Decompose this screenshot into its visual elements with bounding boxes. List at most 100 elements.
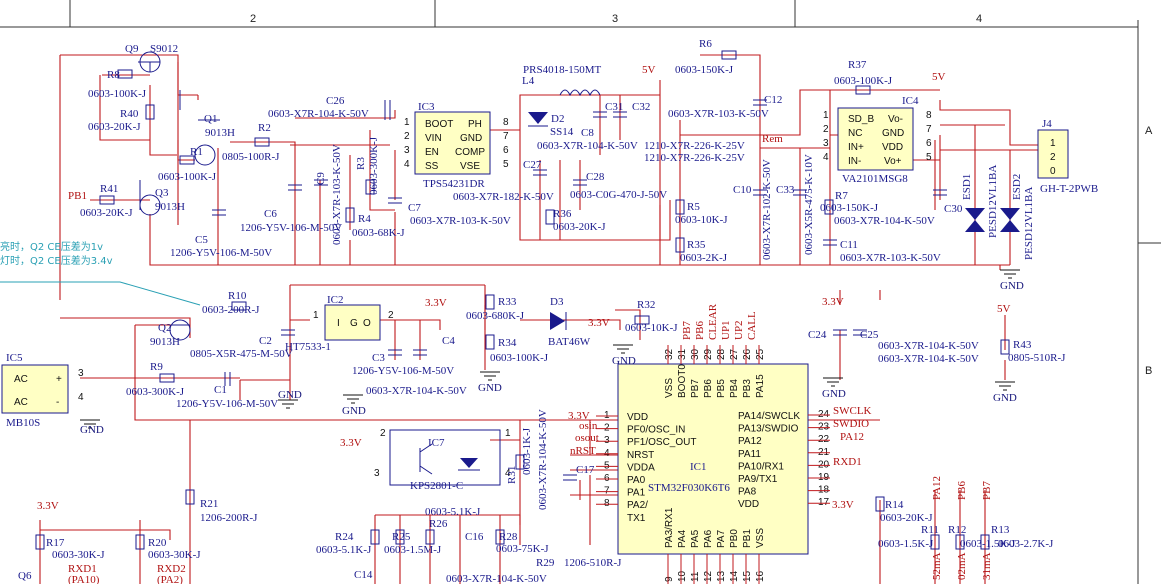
ic5-pin-4: 4 <box>78 392 84 403</box>
ic1-bottom-pin-number: 14 <box>729 570 740 582</box>
r3-ref: R3 <box>355 157 367 170</box>
c28-ref: C28 <box>586 171 605 183</box>
annotation-notes: 亮时，Q2 CE压差为1v 灯时，Q2 CE压差为3.4v <box>0 240 201 306</box>
esd1-ref: ESD1 <box>961 174 973 200</box>
c10-value: 0603-X7R-102-K-50V <box>761 159 773 260</box>
r16-value: 1206-510R-J <box>564 557 622 569</box>
r8-ref: R8 <box>107 69 120 81</box>
c26-value: 0603-X7R-104-K-50V <box>268 108 369 120</box>
c7-value: 0603-X7R-103-K-50V <box>410 215 511 227</box>
ic4-pin-1: 1 <box>823 110 829 121</box>
ic1-bottom-pin-label: VSS <box>755 528 766 548</box>
c2-value: 0805-X5R-475-M-50V <box>190 348 293 360</box>
ic1-top-pin-number: 31 <box>677 348 688 360</box>
ic5-pin-ac1: AC <box>14 374 28 385</box>
ic1-right-pin-label: VDD <box>738 499 759 510</box>
c3-value: 1206-Y5V-106-M-50V <box>352 365 454 377</box>
r2-ref: R2 <box>258 122 271 134</box>
ic7-value: KPS2801-C <box>410 480 463 492</box>
c27-ref: C27 <box>523 159 542 171</box>
ic1-bottom-pin-number: 12 <box>703 570 714 582</box>
esd2-ref: ESD2 <box>1011 174 1023 200</box>
ic3-pin-1: 1 <box>404 117 410 128</box>
ic1-right-pin-label: PA11 <box>738 449 761 460</box>
vcc-33-ic2: 3.3V <box>425 297 447 309</box>
c3-ref: C3 <box>372 352 385 364</box>
q9-ref: Q9 <box>125 43 139 55</box>
ic1-top-pin-label: PB7 <box>690 379 701 398</box>
net-pa12: PA12 <box>840 431 864 443</box>
j4-pin-2: 2 <box>1050 152 1056 163</box>
ic4-pin-3: 3 <box>823 138 829 149</box>
q3-transistor <box>139 194 161 216</box>
j4-connector: 1 2 0 J4 GH-T-2PWB <box>1037 118 1098 195</box>
note-line-1: 亮时，Q2 CE压差为1v <box>0 240 103 253</box>
ic4-value: VA2101MSG8 <box>842 173 908 185</box>
c12-ref: C12 <box>764 94 782 106</box>
ic5-pin-minus: - <box>56 397 59 408</box>
r31-value: 0603-1K-J <box>521 427 533 475</box>
ic4-pin-6: 6 <box>926 138 932 149</box>
note-line-2: 灯时，Q2 CE压差为3.4v <box>0 254 113 267</box>
c15-value: 0603-X7R-104-K-50V <box>446 573 547 584</box>
ic1-bottom-pin-label: PA6 <box>703 529 714 548</box>
ic3-chip: BOOT PH VIN GND EN COMP SS VSE IC3 TPS54… <box>404 101 509 190</box>
ic1-top-pin-number: 30 <box>690 348 701 360</box>
r29-ref: R29 <box>536 557 555 569</box>
r9-ref: R9 <box>150 361 163 373</box>
net-pb1: PB1 <box>68 190 87 202</box>
ic3-pin-ss: SS <box>425 161 439 172</box>
q2-ref: Q2 <box>158 322 171 334</box>
r34-value: 0603-100K-J <box>490 352 549 364</box>
ic7-pin-1: 1 <box>505 428 511 439</box>
r1-ref: R1 <box>190 146 203 158</box>
ic1-bottom-pin-label: PA3/RX1 <box>664 507 675 548</box>
r13-ref: R13 <box>991 524 1010 536</box>
ic4-ref: IC4 <box>902 95 919 107</box>
q1-transistor <box>194 144 216 166</box>
net-rem: Rem <box>762 133 783 145</box>
c9-ref: C9 <box>315 172 327 185</box>
ic2-regulator: I G O IC2 HT7533-1 1 2 <box>285 294 394 353</box>
r26-ref: R26 <box>429 518 448 530</box>
ic1-bottom-pin-number: 13 <box>716 570 727 582</box>
c7-ref: C7 <box>408 202 421 214</box>
r11-ref: R11 <box>921 524 939 536</box>
r7-value-2: 0603-X7R-104-K-50V <box>834 215 935 227</box>
q9-value: S9012 <box>150 43 178 55</box>
l4-inductor <box>559 89 601 97</box>
r43-value: 0805-510R-J <box>1008 352 1066 364</box>
net-pa2: (PA2) <box>157 574 183 584</box>
ic7-pin-3: 3 <box>374 468 380 479</box>
r6-ref: R6 <box>699 38 712 50</box>
ic5-pin-3: 3 <box>78 368 84 379</box>
r43-ref: R43 <box>1013 339 1032 351</box>
r14-value: 0603-20K-J <box>880 512 933 524</box>
gnd-label-2: GND <box>612 355 636 367</box>
c5-ref: C5 <box>195 234 208 246</box>
net-pa10: (PA10) <box>68 574 100 584</box>
ic1-bottom-pin-number: 16 <box>755 570 766 582</box>
ic4-pin-vominus: Vo- <box>888 114 903 125</box>
ic7-optocoupler: IC7 KPS2801-C 2 3 1 4 <box>374 428 511 492</box>
r36-value: 0603-20K-J <box>553 221 606 233</box>
ic1-bottom-pin-label: PA7 <box>716 529 727 548</box>
r32-value: 0603-10K-J <box>625 322 678 334</box>
c11-value: 0603-X7R-103-K-50V <box>840 252 941 264</box>
gnd-label-1: GND <box>1000 280 1024 292</box>
c25-value: 0603-X7R-104-K-50V <box>878 353 979 365</box>
c2-ref: C2 <box>259 335 272 347</box>
r12-ref: R12 <box>948 524 966 536</box>
q2-value: 9013H <box>150 336 180 348</box>
ic1-top-pin-label: PB4 <box>729 379 740 398</box>
ic3-pin-2: 2 <box>404 131 410 142</box>
r37-ref: R37 <box>848 59 867 71</box>
ic1-value: STM32F030K6T6 <box>648 482 730 494</box>
symbols <box>35 50 1020 550</box>
r24-ref: R24 <box>335 531 354 543</box>
r13-value: 0603-2.7K-J <box>998 538 1054 550</box>
c26-ref: C26 <box>326 95 345 107</box>
ic1-top-pin-label: PB6 <box>703 379 714 398</box>
r40-ref: R40 <box>120 108 139 120</box>
